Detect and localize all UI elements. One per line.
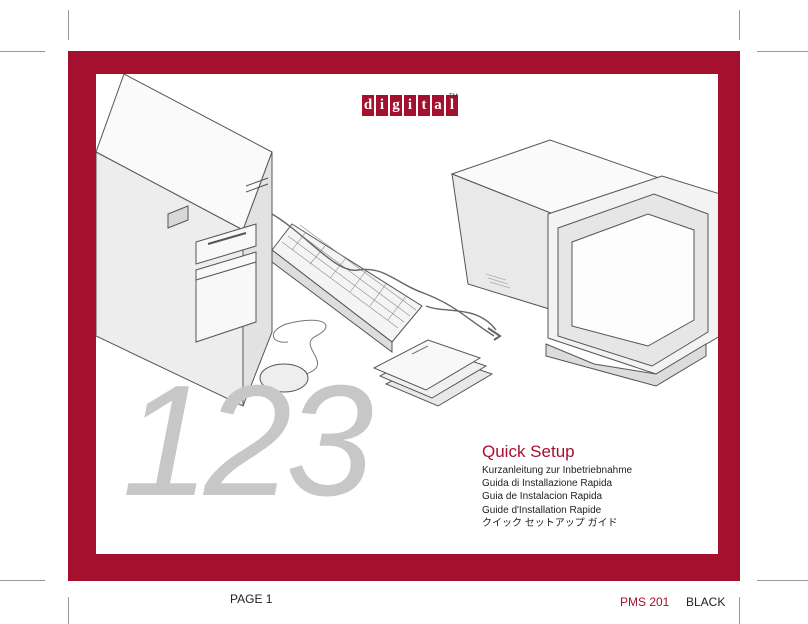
logo-letter: a: [432, 95, 444, 116]
logo-letter: l: [446, 95, 458, 116]
subtitle-spanish: Guia de Instalacion Rapida: [482, 491, 603, 503]
mouse-icon: [259, 319, 327, 393]
big-step-number: 123: [122, 353, 374, 529]
page-label: PAGE 1: [230, 592, 273, 606]
subtitle-french: Guide d'Installation Rapide: [482, 504, 602, 516]
digital-logo: d i g i t a l: [362, 95, 458, 116]
subtitle-italian: Guida di Installazione Rapida: [482, 478, 613, 490]
crop-mark-right-bottom: [757, 580, 808, 581]
subtitle-german: Kurzanleitung zur Inbetriebnahme: [482, 465, 633, 476]
crop-mark-right-top: [757, 51, 808, 52]
crop-mark-left-bottom: [0, 580, 45, 581]
logo-letter: t: [418, 95, 430, 116]
logo-letter: d: [362, 95, 374, 116]
hardware-illustration: [96, 74, 718, 407]
translated-titles: Kurzanleitung zur Inbetriebnahme Guida d…: [482, 464, 632, 530]
quick-setup-title: Quick Setup: [482, 442, 575, 461]
logo-letter: i: [376, 95, 388, 116]
manuals-icon: [372, 339, 494, 407]
power-cord-icon: [271, 213, 502, 341]
crop-mark-bottom-right: [739, 597, 740, 624]
crop-mark-left-top: [0, 51, 45, 52]
crop-mark-top-left: [68, 10, 69, 40]
computer-tower-icon: [96, 74, 273, 407]
crop-mark-bottom-left: [68, 597, 69, 624]
trademark-mark: TM: [449, 94, 458, 100]
logo-letter: i: [404, 95, 416, 116]
subtitle-japanese: クイック セットアップ ガイド: [482, 517, 618, 529]
logo-letter: g: [390, 95, 402, 116]
cover-panel: d i g i t a l TM 123 Quick Setup Kurzanl…: [96, 74, 718, 554]
pms-label: PMS 201: [620, 595, 670, 609]
crt-monitor-icon: [450, 139, 718, 387]
keyboard-icon: [271, 223, 423, 353]
crop-mark-top-right: [739, 10, 740, 40]
color-label: BLACK: [686, 595, 726, 609]
